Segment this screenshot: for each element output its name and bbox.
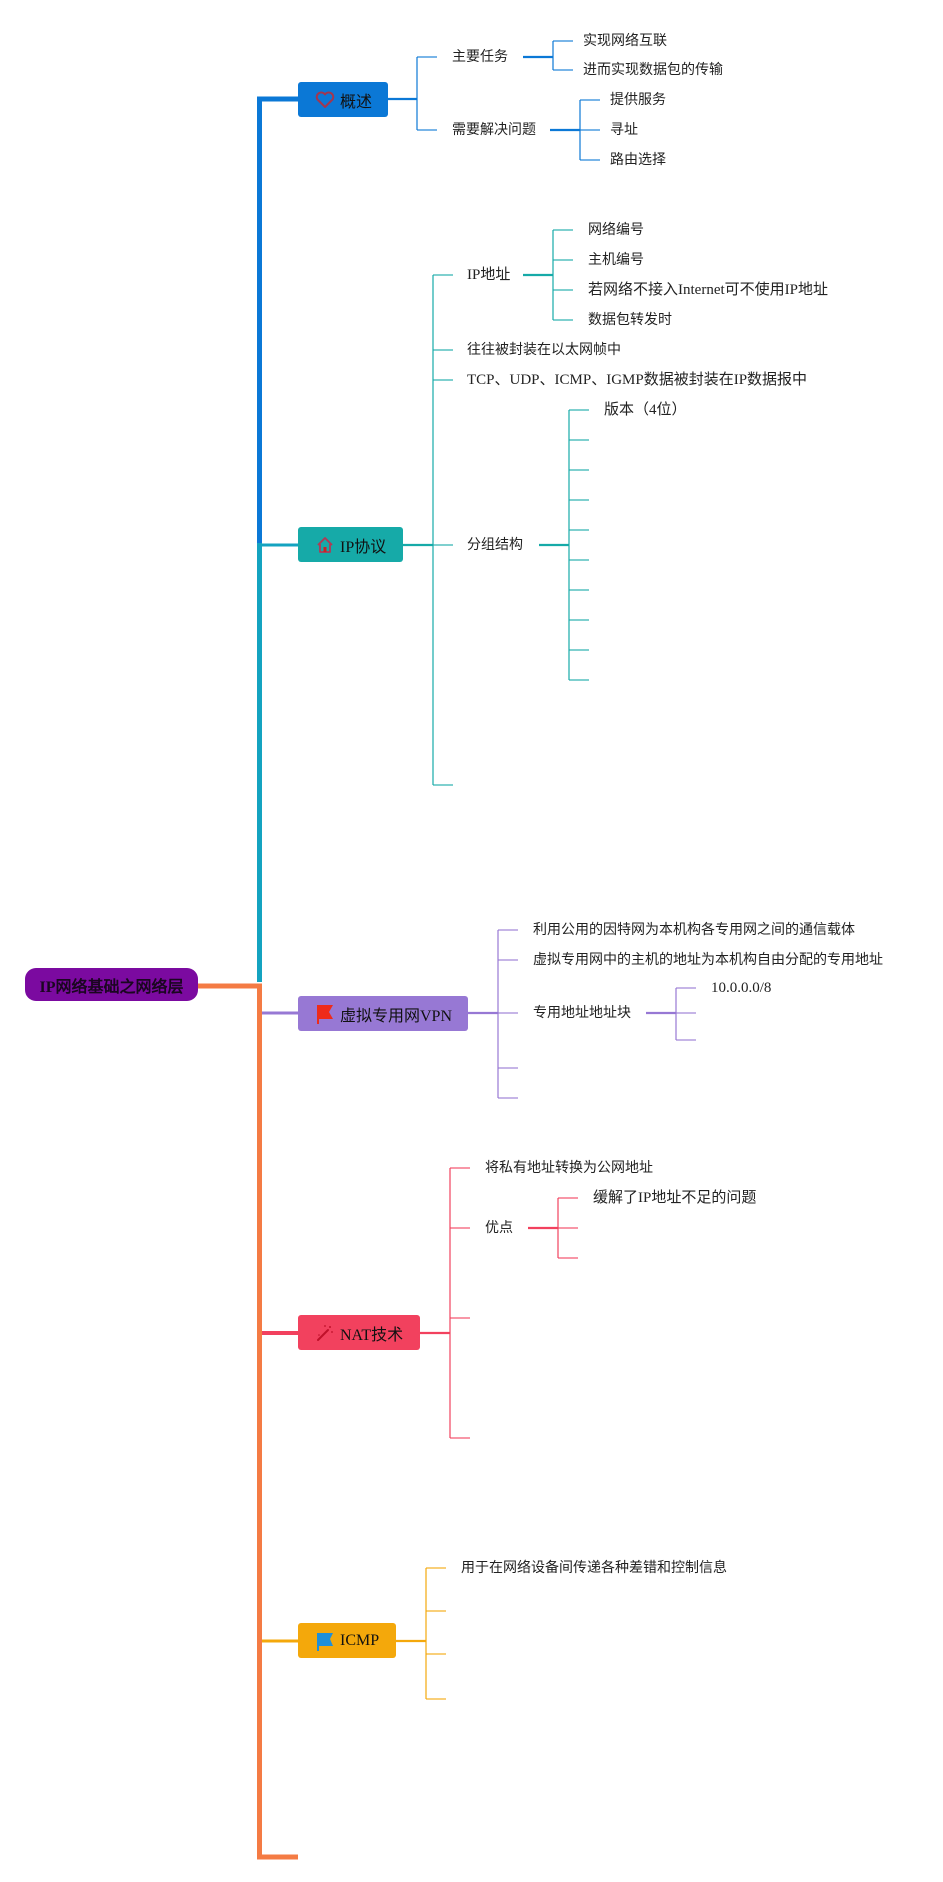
leaf-item[interactable]: 将私有地址转换为公网地址 [485, 1160, 653, 1176]
subtopic-private-blocks[interactable]: 专用地址地址块 [533, 1005, 631, 1021]
topic-ip-protocol[interactable]: IP协议 [298, 527, 403, 562]
leaf-item[interactable]: 提供服务 [610, 92, 666, 108]
leaf-item[interactable]: 实现网络互联 [583, 33, 667, 49]
leaf-item[interactable]: 往往被封装在以太网帧中 [467, 342, 621, 358]
leaf-item[interactable]: 数据包转发时 [588, 312, 672, 328]
subtopic-problems[interactable]: 需要解决问题 [452, 122, 536, 138]
leaf-item[interactable]: 网络编号 [588, 222, 644, 238]
subtopic-packet-structure[interactable]: 分组结构 [467, 537, 523, 553]
leaf-item[interactable]: TCP、UDP、ICMP、IGMP数据被封装在IP数据报中 [467, 372, 808, 388]
leaf-item[interactable]: 主机编号 [588, 252, 644, 268]
trunk-blue [257, 96, 298, 545]
leaf-item[interactable]: 若网络不接入Internet可不使用IP地址 [588, 282, 828, 298]
leaf-item[interactable]: 缓解了IP地址不足的问题 [593, 1190, 757, 1206]
subtopic-main-tasks[interactable]: 主要任务 [452, 49, 508, 65]
topic-label: 概述 [340, 93, 373, 111]
topic-overview[interactable]: 概述 [298, 82, 388, 117]
topic-label: ICMP [340, 1631, 380, 1649]
house-icon [315, 535, 335, 555]
trunk-orange [198, 983, 298, 1860]
topic-nat[interactable]: NAT技术 [298, 1315, 420, 1350]
subtopic-advantages[interactable]: 优点 [485, 1220, 513, 1236]
leaf-item[interactable]: 版本（4位） [604, 402, 687, 418]
topic-vpn[interactable]: 虚拟专用网VPN [298, 996, 468, 1031]
blue-flag-icon [315, 1631, 335, 1651]
root-node[interactable]: IP网络基础之网络层 [25, 968, 198, 1001]
root-label: IP网络基础之网络层 [39, 978, 184, 996]
topic-label: NAT技术 [340, 1326, 404, 1344]
leaf-item[interactable]: 寻址 [610, 122, 638, 138]
leaf-item[interactable]: 用于在网络设备间传递各种差错和控制信息 [461, 1560, 727, 1576]
leaf-item[interactable]: 10.0.0.0/8 [711, 980, 772, 996]
leaf-item[interactable]: 进而实现数据包的传输 [583, 62, 723, 78]
topic-label: 虚拟专用网VPN [340, 1007, 453, 1025]
subtopic-ip-address[interactable]: IP地址 [467, 267, 511, 283]
topic-label: IP协议 [340, 538, 387, 556]
leaf-item[interactable]: 虚拟专用网中的主机的地址为本机构自由分配的专用地址 [533, 952, 883, 968]
leaf-item[interactable]: 利用公用的因特网为本机构各专用网之间的通信载体 [533, 922, 855, 938]
leaf-item[interactable]: 路由选择 [610, 152, 666, 168]
heart-icon [315, 90, 335, 110]
red-flag-icon [315, 1004, 335, 1024]
topic-icmp[interactable]: ICMP [298, 1623, 396, 1658]
magic-wand-icon [315, 1323, 335, 1343]
